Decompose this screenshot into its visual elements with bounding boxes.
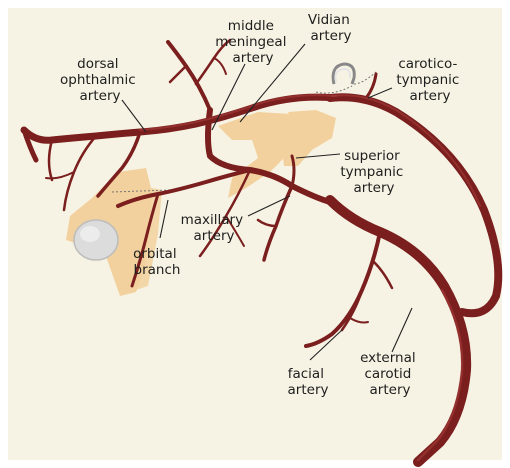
label-line: artery: [288, 382, 329, 398]
label-line: orbital: [133, 246, 176, 262]
label-line: superior: [344, 148, 400, 164]
label-line: artery: [354, 180, 395, 196]
label-line: tympanic: [340, 164, 403, 180]
label-line: Vidian: [308, 12, 350, 28]
label-line: artery: [370, 382, 411, 398]
label-facial-artery: facial artery: [288, 366, 329, 398]
label-line: artery: [410, 88, 451, 104]
label-line: dorsal: [77, 56, 118, 72]
label-line: tympanic: [396, 72, 459, 88]
eye: [74, 220, 118, 260]
label-line: artery: [194, 228, 235, 244]
label-line: branch: [134, 262, 181, 278]
label-vidian-artery: Vidian artery: [308, 12, 354, 44]
label-line: artery: [80, 88, 121, 104]
label-line: carotid: [364, 366, 411, 382]
label-orbital-branch: orbital branch: [133, 246, 181, 278]
label-line: external: [360, 350, 416, 366]
label-line: meningeal: [215, 34, 286, 50]
label-line: maxillary: [181, 212, 243, 228]
label-line: middle: [228, 18, 274, 34]
label-line: artery: [311, 28, 352, 44]
label-line: carotico-: [398, 56, 457, 72]
label-line: ophthalmic: [60, 72, 136, 88]
label-line: facial: [288, 366, 324, 382]
label-line: artery: [233, 50, 274, 66]
